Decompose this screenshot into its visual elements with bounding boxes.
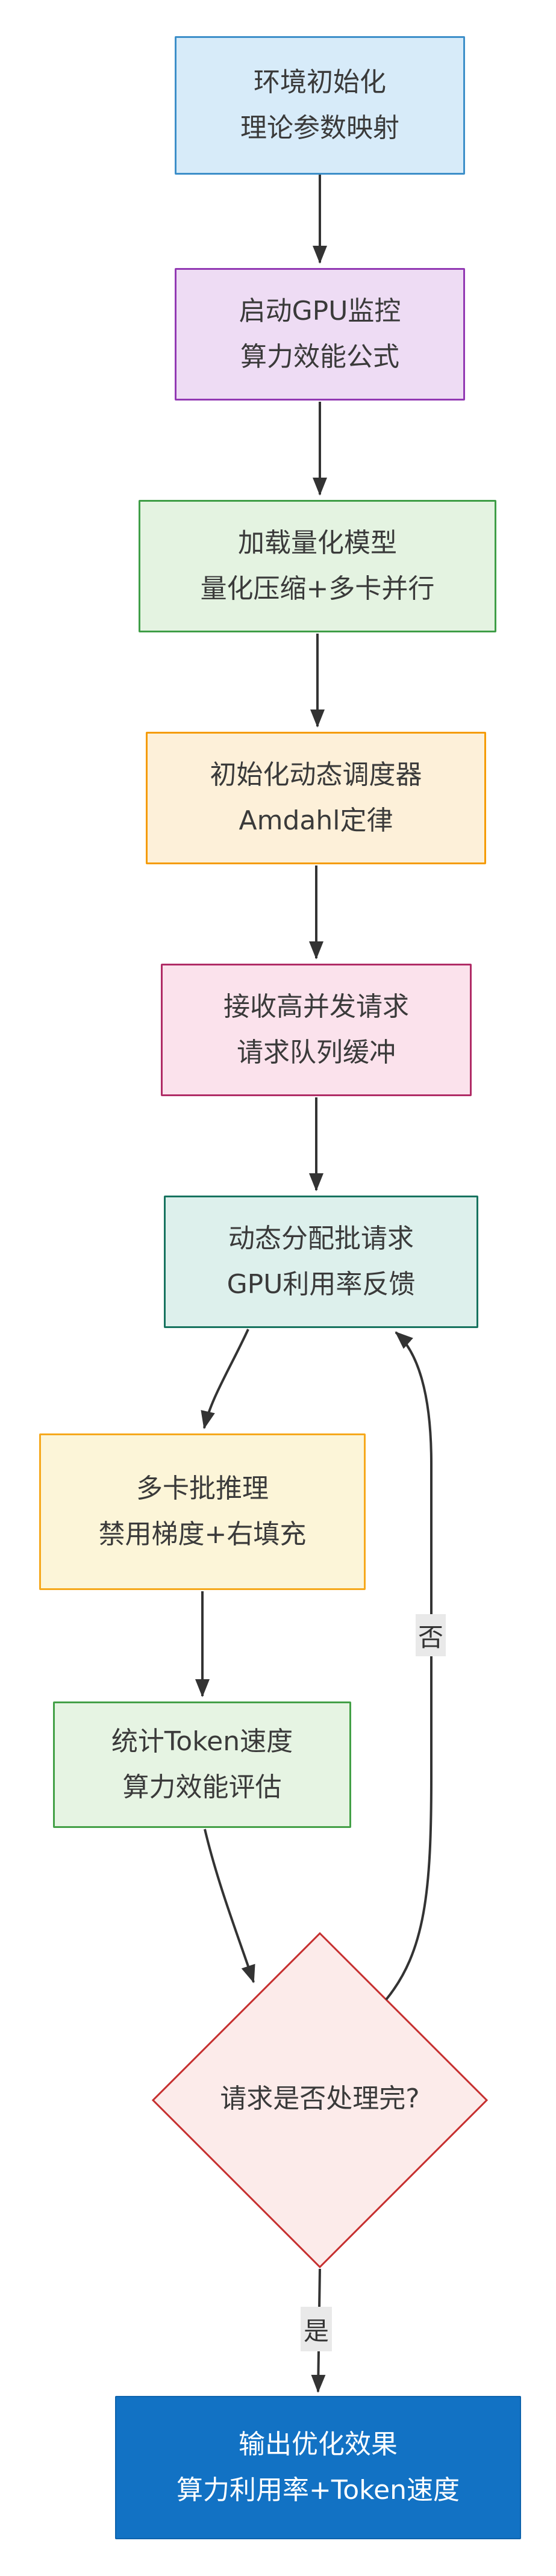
edge-label-yes: 是 — [301, 2307, 332, 2351]
node-text-line: 算力利用率+Token速度 — [176, 2475, 460, 2506]
node-text-line: 环境初始化 — [254, 66, 386, 98]
node-multi-gpu-inference: 多卡批推理 禁用梯度+右填充 — [39, 1433, 366, 1590]
node-token-stats: 统计Token速度 算力效能评估 — [53, 1701, 351, 1828]
node-receive-requests: 接收高并发请求 请求队列缓冲 — [161, 964, 472, 1096]
node-text-line: 加载量化模型 — [238, 527, 397, 558]
decision-diamond-shape — [151, 1932, 489, 2269]
node-text-line: 接收高并发请求 — [223, 991, 409, 1022]
node-dispatch-batch: 动态分配批请求 GPU利用率反馈 — [164, 1196, 478, 1328]
edge-decision-no-loop — [385, 1331, 433, 2001]
node-text-line: Amdahl定律 — [239, 805, 393, 836]
node-text-line: 输出优化效果 — [239, 2428, 398, 2460]
node-env-init: 环境初始化 理论参数映射 — [175, 36, 465, 175]
node-text-line: 动态分配批请求 — [228, 1223, 414, 1254]
node-text-line: 理论参数映射 — [240, 113, 399, 143]
edge-token-stats-to-decision — [204, 1829, 255, 1983]
node-text-line: 请求队列缓冲 — [237, 1037, 396, 1068]
node-gpu-monitor: 启动GPU监控 算力效能公式 — [175, 268, 465, 401]
node-decision-label: 请求是否处理完? — [153, 2006, 487, 2186]
node-text-line: 算力效能公式 — [240, 341, 399, 372]
node-text-line: 统计Token速度 — [111, 1726, 293, 1757]
edge-label-no: 否 — [416, 1614, 446, 1656]
node-init-scheduler: 初始化动态调度器 Amdahl定律 — [146, 732, 486, 864]
node-text-line: GPU利用率反馈 — [226, 1269, 416, 1300]
edge-dispatch-to-inference — [201, 1329, 249, 1429]
node-load-quant-model: 加载量化模型 量化压缩+多卡并行 — [139, 500, 496, 632]
node-text-line: 量化压缩+多卡并行 — [200, 573, 435, 604]
node-text-line: 多卡批推理 — [136, 1473, 269, 1504]
node-output: 输出优化效果 算力利用率+Token速度 — [115, 2396, 521, 2539]
node-text-line: 请求是否处理完? — [220, 2083, 420, 2114]
node-text-line: 启动GPU监控 — [239, 295, 401, 326]
node-text-line: 禁用梯度+右填充 — [98, 1519, 307, 1550]
node-text-line: 算力效能评估 — [122, 1772, 282, 1803]
node-text-line: 初始化动态调度器 — [210, 759, 422, 790]
